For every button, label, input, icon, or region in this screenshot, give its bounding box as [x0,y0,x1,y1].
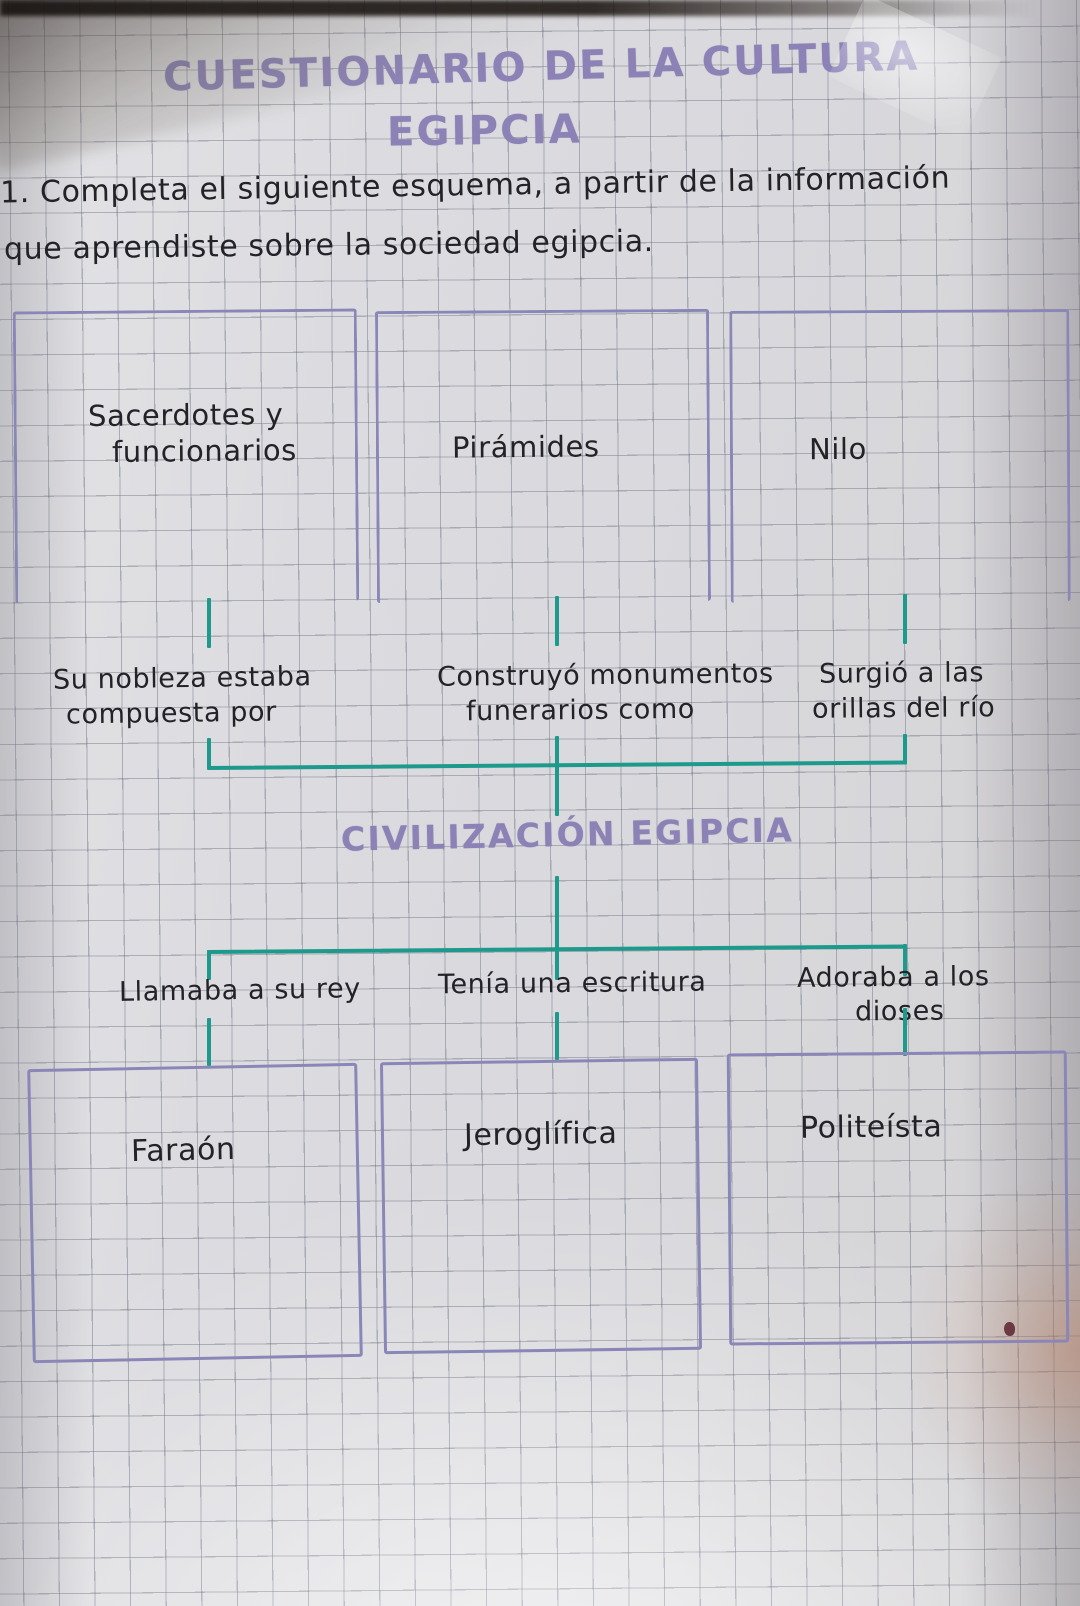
bracket-upper-drop-middle [555,736,559,770]
bottom-answer-box-3[interactable] [726,1050,1070,1346]
upper-label-3-line-1: Surgió a las [818,657,985,690]
bracket-lower-rise-right [903,944,907,976]
bottom-answer-box-1[interactable] [27,1062,363,1364]
page-title-line-2: EGIPCIA [386,106,583,156]
ink-smudge [1004,1322,1015,1336]
top-answer-1-line-1: Sacerdotes y [87,396,284,434]
connector-center-stem-top [555,766,559,816]
upper-label-1-line-1: Su nobleza estaba [52,661,312,696]
bracket-lower-rise-left [207,950,211,980]
connector-center-stem-bottom [555,876,559,950]
bracket-lower-rise-middle [555,948,559,980]
upper-label-2-line-1: Construyó monumentos [436,658,774,693]
lower-label-1-line-1: Llamaba a su rey [118,973,362,1008]
lower-label-3-line-1: Adoraba a los [796,961,990,994]
bottom-answer-1-line-1: Faraón [130,1131,236,1170]
bracket-upper-drop-right [903,734,907,764]
connector-top-stem-2 [555,596,559,646]
connector-bottom-stem-1 [207,1018,211,1066]
connector-top-stem-1 [207,598,211,648]
upper-label-2-line-2: funerarios como [465,693,696,728]
connector-bottom-stem-2 [555,1012,559,1060]
top-answer-2-line-1: Pirámides [451,429,600,465]
lower-label-3-line-2: dioses [854,995,945,1028]
top-answer-1-line-2: funcionarios [111,433,298,469]
top-answer-box-3[interactable] [729,309,1071,603]
bottom-answer-2-line-1: Jeroglífica [463,1115,618,1154]
bracket-upper-drop-left [207,738,211,768]
top-answer-3-line-1: Nilo [808,431,868,467]
lower-label-2-line-1: Tenía una escritura [437,966,707,1001]
bottom-answer-box-2[interactable] [379,1057,703,1355]
bottom-answer-3-line-1: Politeísta [799,1109,943,1146]
upper-label-1-line-2: compuesta por [65,696,278,731]
connector-top-stem-3 [903,594,907,644]
connector-bottom-stem-3 [903,1008,907,1056]
upper-label-3-line-2: orillas del río [811,692,996,725]
